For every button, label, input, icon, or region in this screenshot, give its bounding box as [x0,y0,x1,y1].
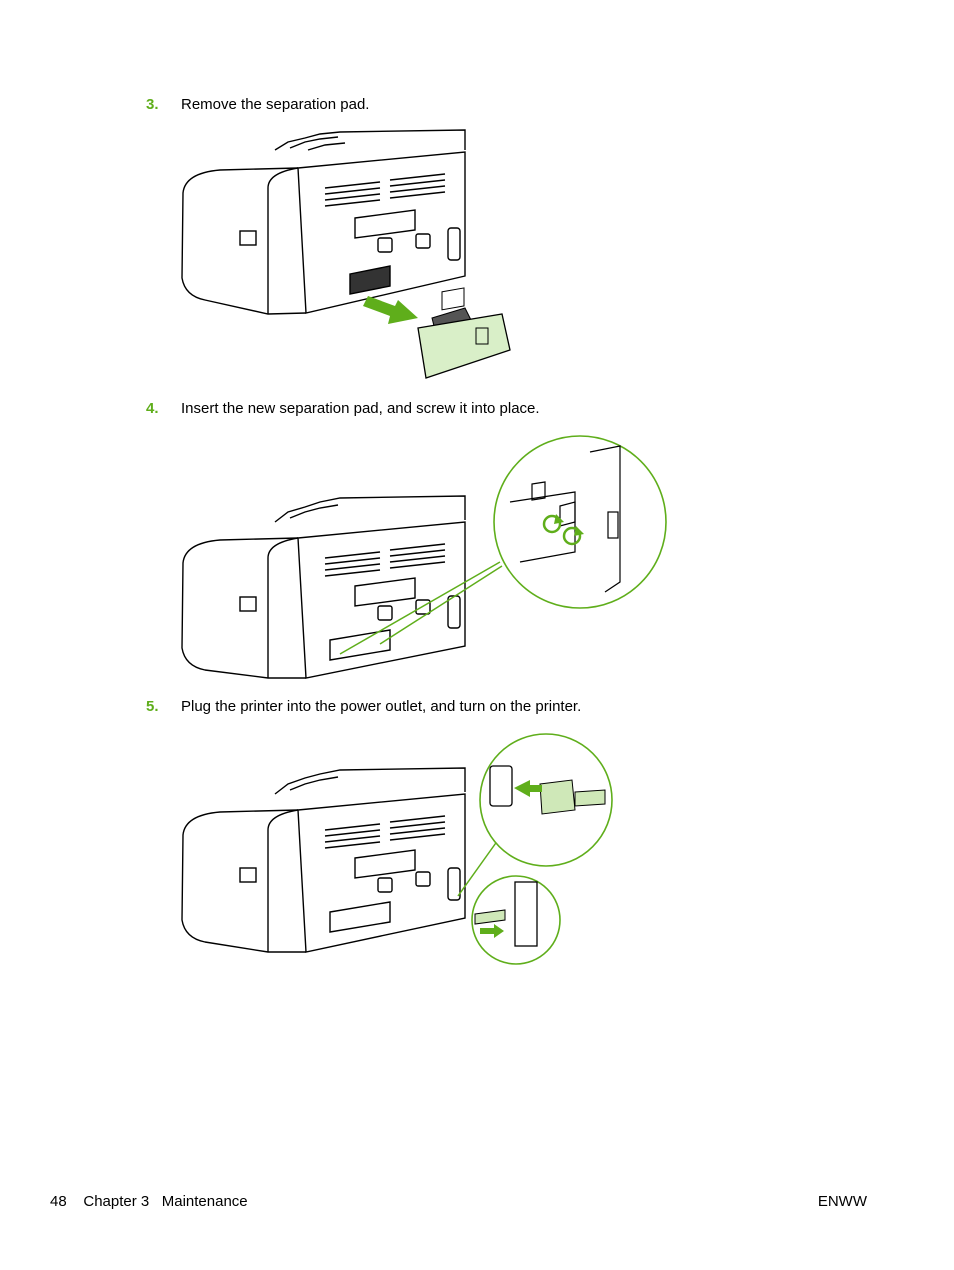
plug-arrow-icon [514,780,542,797]
step-number: 5. [146,698,159,715]
step-number: 4. [146,400,159,417]
page-footer-left: 48 Chapter 3 Maintenance [50,1193,248,1210]
page-footer-right: ENWW [817,1193,867,1210]
zoom-callout-wall-outlet [471,875,561,965]
figure-insert-separation-pad [181,435,667,679]
screw-arrow-icon [574,526,584,536]
screw-arrow-icon [554,514,564,524]
printer-rear-illustration [181,495,466,679]
zoom-callout-screws [493,435,667,609]
step-4: 4. Insert the new separation pad, and scr… [146,400,540,418]
step-3: 3. Remove the separation pad. [146,96,369,114]
figure-remove-separation-pad [181,129,511,379]
step-5: 5. Plug the printer into the power outlet… [146,698,581,716]
printer-rear-illustration [181,129,466,315]
section-label: Maintenance [161,1193,248,1210]
separation-pad-illustration [417,287,511,379]
zoom-callout-power-cord [479,733,613,867]
figure-plug-in-printer [181,733,613,965]
step-text: Plug the printer into the power outlet, … [181,698,582,715]
step-text: Insert the new separation pad, and screw… [181,400,540,417]
step-number: 3. [146,96,159,113]
step-text: Remove the separation pad. [181,96,370,113]
page-number: 48 [50,1193,67,1210]
removal-arrow-icon [363,296,418,324]
printer-rear-illustration [181,767,466,953]
outlet-arrow-icon [480,924,504,938]
chapter-label: Chapter 3 [83,1193,150,1210]
